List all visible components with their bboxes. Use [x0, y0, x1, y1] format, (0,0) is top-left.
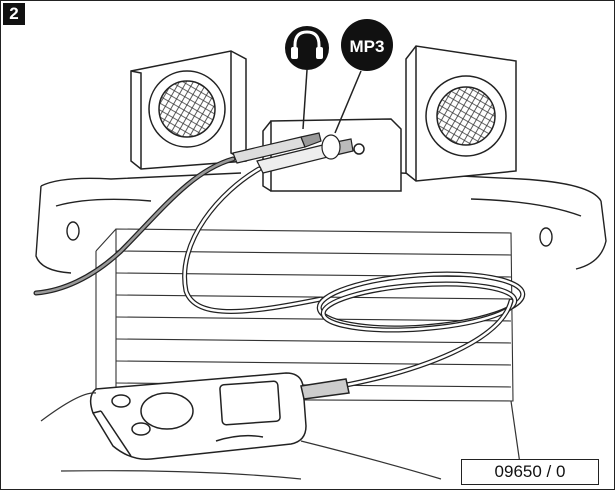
- audio-cables: [33, 156, 526, 389]
- left-speaker: [130, 50, 247, 170]
- mp3-label: MP3: [350, 37, 385, 56]
- right-speaker: [405, 45, 517, 182]
- headphones-badge: [285, 26, 329, 70]
- mp3-player: [89, 372, 350, 460]
- mp3-leader-line: [334, 70, 362, 134]
- mp3-badge: [341, 19, 393, 71]
- headphones-leader-line: [302, 69, 308, 130]
- center-grille: [95, 228, 514, 402]
- step-number-badge: 2: [3, 3, 25, 25]
- dashboard: [35, 170, 607, 274]
- figure-reference-code: 09650 / 0: [461, 459, 599, 485]
- lower-console: [40, 392, 522, 480]
- jack-plugs: [232, 132, 354, 174]
